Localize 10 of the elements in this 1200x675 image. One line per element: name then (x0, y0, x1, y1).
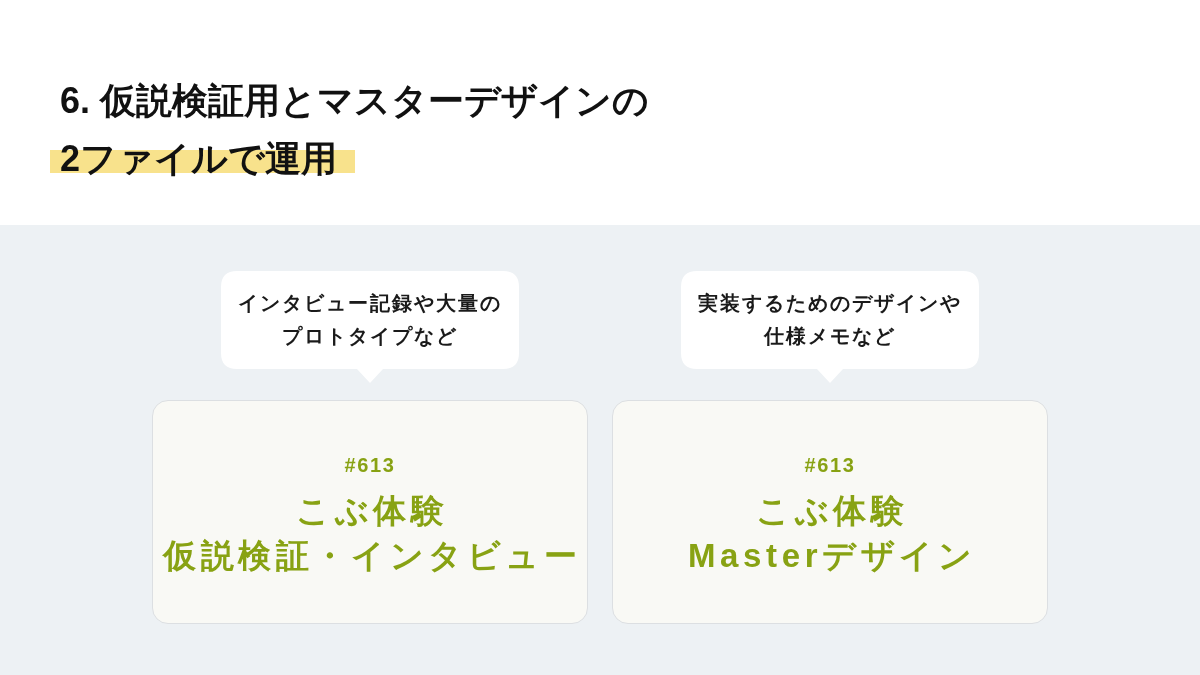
file-number: #613 (804, 453, 856, 478)
bubble-text: インタビュー記録や大量のプロトタイプなど (237, 291, 503, 349)
file-name: Masterデザイン (687, 536, 977, 576)
bubble-text: 実装するためのデザインや仕様メモなど (697, 291, 963, 349)
file-name: こぶ体験 (755, 491, 909, 531)
file-card (612, 400, 1048, 624)
file-card (152, 400, 588, 624)
file-name: 仮説検証・インタビュー (161, 536, 582, 576)
file-name: こぶ体験 (295, 491, 449, 531)
file-number: #613 (344, 453, 396, 478)
